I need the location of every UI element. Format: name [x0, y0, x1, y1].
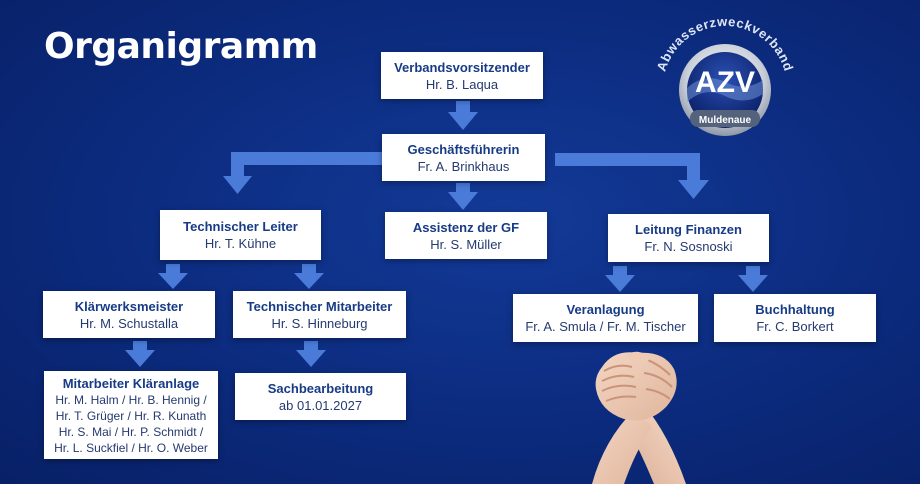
finance-lead-role: Leitung Finanzen [635, 222, 742, 237]
arrow-md-to-technical-lead [223, 152, 386, 194]
arrow-md-to-finance [555, 153, 709, 199]
chairman-role: Verbandsvorsitzender [394, 59, 530, 75]
plant-staff-name-line: Hr. M. Halm / Hr. B. Hennig / [55, 392, 207, 407]
page-title: Organigramm [44, 26, 318, 67]
box-assistant: Assistenz der GF Hr. S. Müller [385, 212, 547, 259]
box-plant-staff: Mitarbeiter Kläranlage Hr. M. Halm / Hr.… [44, 371, 218, 459]
managing-director-name: Fr. A. Brinkhaus [417, 158, 510, 174]
arrow-technical-staff-to-clerk [296, 341, 326, 367]
finance-lead-name: Fr. N. Sosnoski [644, 239, 733, 254]
assessment-name: Fr. A. Smula / Fr. M. Tischer [525, 319, 686, 334]
box-clerk: Sachbearbeitung ab 01.01.2027 [235, 373, 406, 420]
arrow-tl-to-plant-master [158, 264, 188, 289]
azv-logo: Abwasserzweckverband AZV Muldenaue [654, 14, 796, 136]
arrow-chairman-to-md [448, 101, 478, 130]
technical-lead-role: Technischer Leiter [183, 219, 298, 234]
arrow-finance-to-assessment [605, 266, 635, 292]
box-chairman: Verbandsvorsitzender Hr. B. Laqua [381, 52, 543, 99]
arrow-md-to-assistant [448, 183, 478, 210]
logo-region-band [690, 110, 760, 127]
box-plant-master: Klärwerksmeister Hr. M. Schustalla [43, 291, 215, 338]
plant-staff-name-line: Hr. T. Grüger / Hr. R. Kunath [55, 408, 207, 423]
clerk-name: ab 01.01.2027 [278, 397, 363, 413]
plant-master-role: Klärwerksmeister [74, 298, 184, 314]
chairman-name: Hr. B. Laqua [425, 76, 499, 92]
box-accounting: Buchhaltung Fr. C. Borkert [714, 294, 876, 342]
box-assessment: Veranlagung Fr. A. Smula / Fr. M. Tische… [513, 294, 698, 342]
accounting-name: Fr. C. Borkert [756, 319, 834, 334]
arrow-tl-to-technical-staff [294, 264, 324, 289]
box-managing-director: Geschäftsführerin Fr. A. Brinkhaus [382, 134, 545, 181]
managing-director-role: Geschäftsführerin [407, 141, 520, 157]
handshake-illustration [592, 351, 686, 484]
plant-master-name: Hr. M. Schustalla [79, 315, 179, 331]
box-technical-staff: Technischer Mitarbeiter Hr. S. Hinneburg [233, 291, 406, 338]
arrow-plant-master-to-staff [125, 341, 155, 367]
technical-staff-name: Hr. S. Hinneburg [271, 315, 368, 331]
plant-staff-name-line: Hr. S. Mai / Hr. P. Schmidt / [58, 424, 204, 439]
clerk-role: Sachbearbeitung [267, 380, 374, 396]
technical-lead-name: Hr. T. Kühne [204, 236, 277, 251]
logo-abbr: AZV [695, 66, 755, 99]
assistant-name: Hr. S. Müller [430, 236, 502, 252]
technical-staff-role: Technischer Mitarbeiter [246, 298, 393, 314]
box-finance-lead: Leitung Finanzen Fr. N. Sosnoski [608, 214, 769, 262]
assistant-role: Assistenz der GF [412, 219, 520, 235]
arrow-finance-to-accounting [738, 266, 768, 292]
box-technical-lead: Technischer Leiter Hr. T. Kühne [160, 210, 321, 260]
assessment-role: Veranlagung [566, 302, 645, 317]
accounting-role: Buchhaltung [755, 302, 835, 317]
logo-region: Muldenaue [699, 115, 752, 126]
logo-wave-icon [687, 78, 763, 102]
plant-staff-role: Mitarbeiter Kläranlage [62, 375, 200, 391]
plant-staff-name-line: Hr. L. Suckfiel / Hr. O. Weber [54, 440, 208, 455]
